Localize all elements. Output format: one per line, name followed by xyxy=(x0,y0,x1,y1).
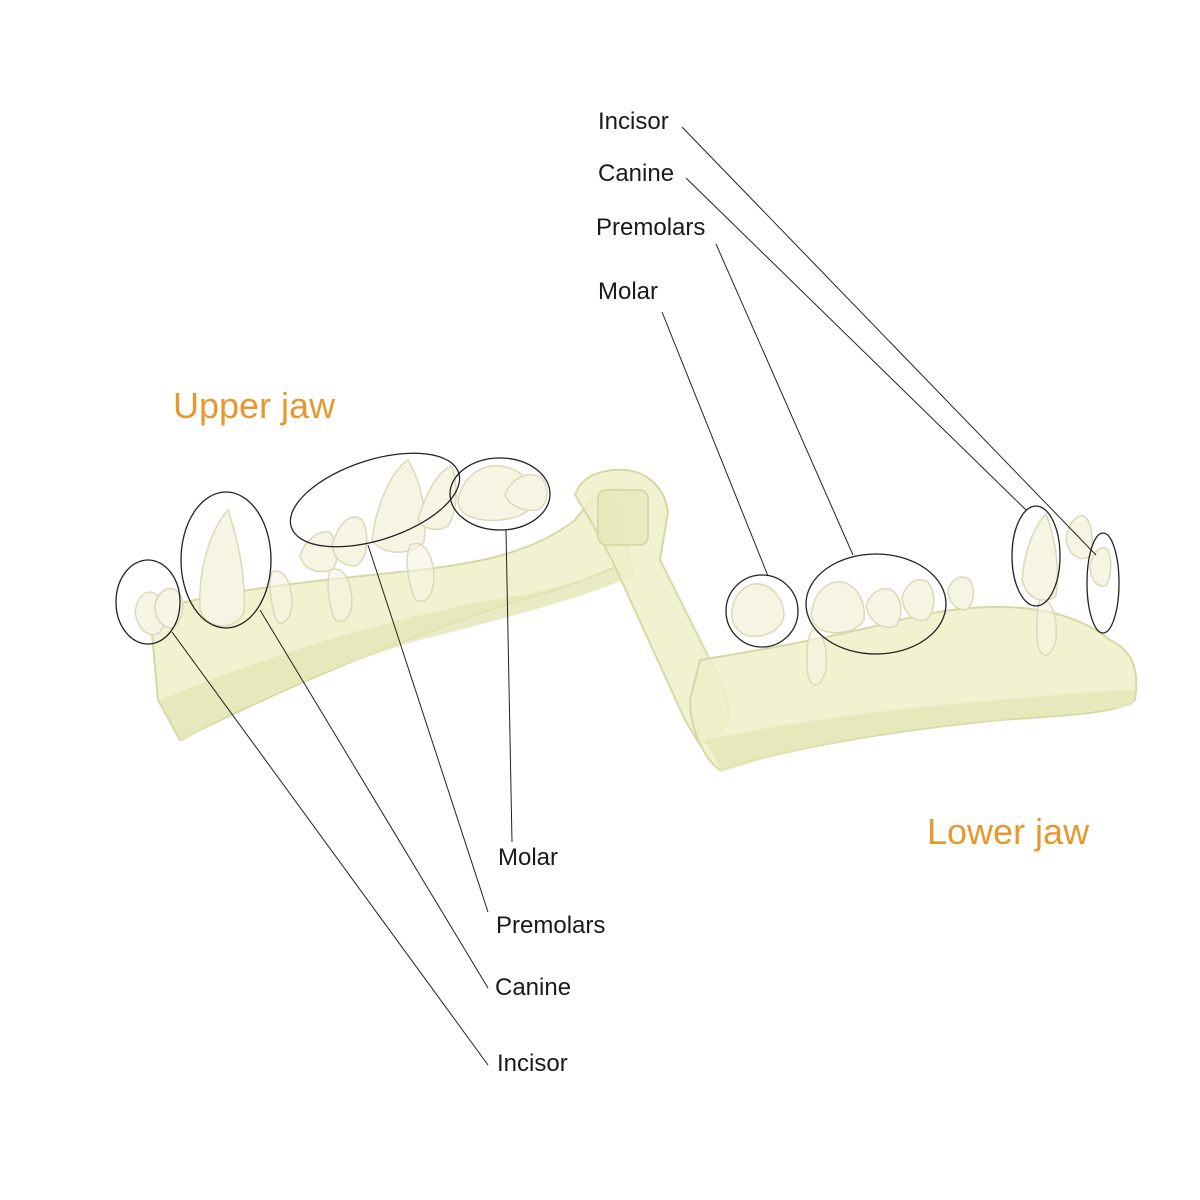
upper-incisor-label: Incisor xyxy=(497,1050,568,1077)
lower-teeth xyxy=(730,512,1112,686)
lower-molar-highlight xyxy=(725,574,799,648)
upper-premolars-label: Premolars xyxy=(496,912,606,939)
upper-molar-highlight xyxy=(449,457,551,531)
upper-tooth-root xyxy=(327,568,353,623)
leader-upper-incisor xyxy=(171,631,489,1066)
upper-premolar-tooth xyxy=(331,516,368,567)
upper-premolar-tooth xyxy=(299,531,338,573)
upper-incisor-tooth xyxy=(154,587,184,629)
jaw-model xyxy=(134,458,1138,772)
lower-premolars-highlight xyxy=(805,553,947,655)
leader-lower-molar xyxy=(661,311,769,577)
upper-canine-label: Canine xyxy=(495,974,572,1001)
lower-tooth-root xyxy=(1035,599,1058,656)
upper-canine-tooth xyxy=(199,508,246,627)
lower-jaw-title: Lower jaw xyxy=(927,811,1090,852)
upper-molar-tooth xyxy=(504,474,548,512)
lower-molar-label: Molar xyxy=(598,278,659,305)
upper-incisor-highlight xyxy=(115,559,181,645)
upper-premolar-tooth xyxy=(371,458,426,553)
upper-tooth-root xyxy=(269,570,293,624)
lower-tooth-root xyxy=(806,629,828,686)
upper-canine-highlight xyxy=(180,491,272,629)
lower-premolar-tooth xyxy=(810,581,865,634)
leader-lower-premolars xyxy=(715,243,854,556)
lower-jaw-base-underside xyxy=(705,690,1135,772)
tooth-group-highlights xyxy=(115,452,1120,655)
leader-upper-molar xyxy=(505,529,513,843)
upper-molar-label: Molar xyxy=(498,844,559,871)
lower-premolar-tooth xyxy=(901,578,935,622)
leader-lines xyxy=(171,126,1097,1066)
lower-molar-tooth xyxy=(730,583,785,638)
upper-jaw-title: Upper jaw xyxy=(173,385,336,426)
lower-incisor-label: Incisor xyxy=(598,108,669,135)
lower-incisor-tooth xyxy=(1089,546,1112,588)
lower-premolars-label: Premolars xyxy=(596,214,706,241)
leader-lower-canine xyxy=(685,177,1027,511)
upper-tooth-root xyxy=(406,542,435,603)
lower-premolar-tooth xyxy=(865,588,902,628)
lower-canine-label: Canine xyxy=(598,160,675,187)
leader-upper-premolars xyxy=(367,544,489,913)
lower-canine-tooth xyxy=(1021,512,1059,602)
leader-upper-canine xyxy=(259,609,489,989)
upper-teeth xyxy=(134,458,548,636)
upper-jaw-base-underside xyxy=(160,560,635,742)
lower-premolar-tooth xyxy=(947,576,975,611)
lower-incisor-highlight xyxy=(1086,532,1120,634)
lower-canine-highlight xyxy=(1011,505,1061,607)
leader-lower-incisor xyxy=(681,126,1097,556)
connector-post-block xyxy=(597,489,649,546)
upper-premolar-tooth xyxy=(417,465,457,531)
